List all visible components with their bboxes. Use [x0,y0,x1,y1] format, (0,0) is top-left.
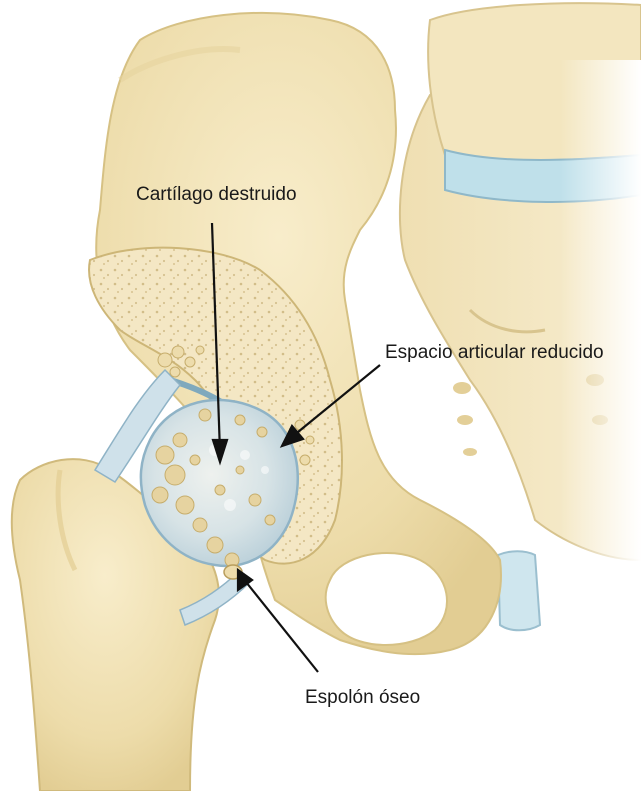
pubic-symphysis-disc [498,551,540,630]
label-cartilage: Cartílago destruido [136,184,297,205]
label-bone-spur: Espolón óseo [305,687,420,708]
label-joint-space: Espacio articular reducido [385,342,604,363]
obturator-foramen [326,553,447,645]
